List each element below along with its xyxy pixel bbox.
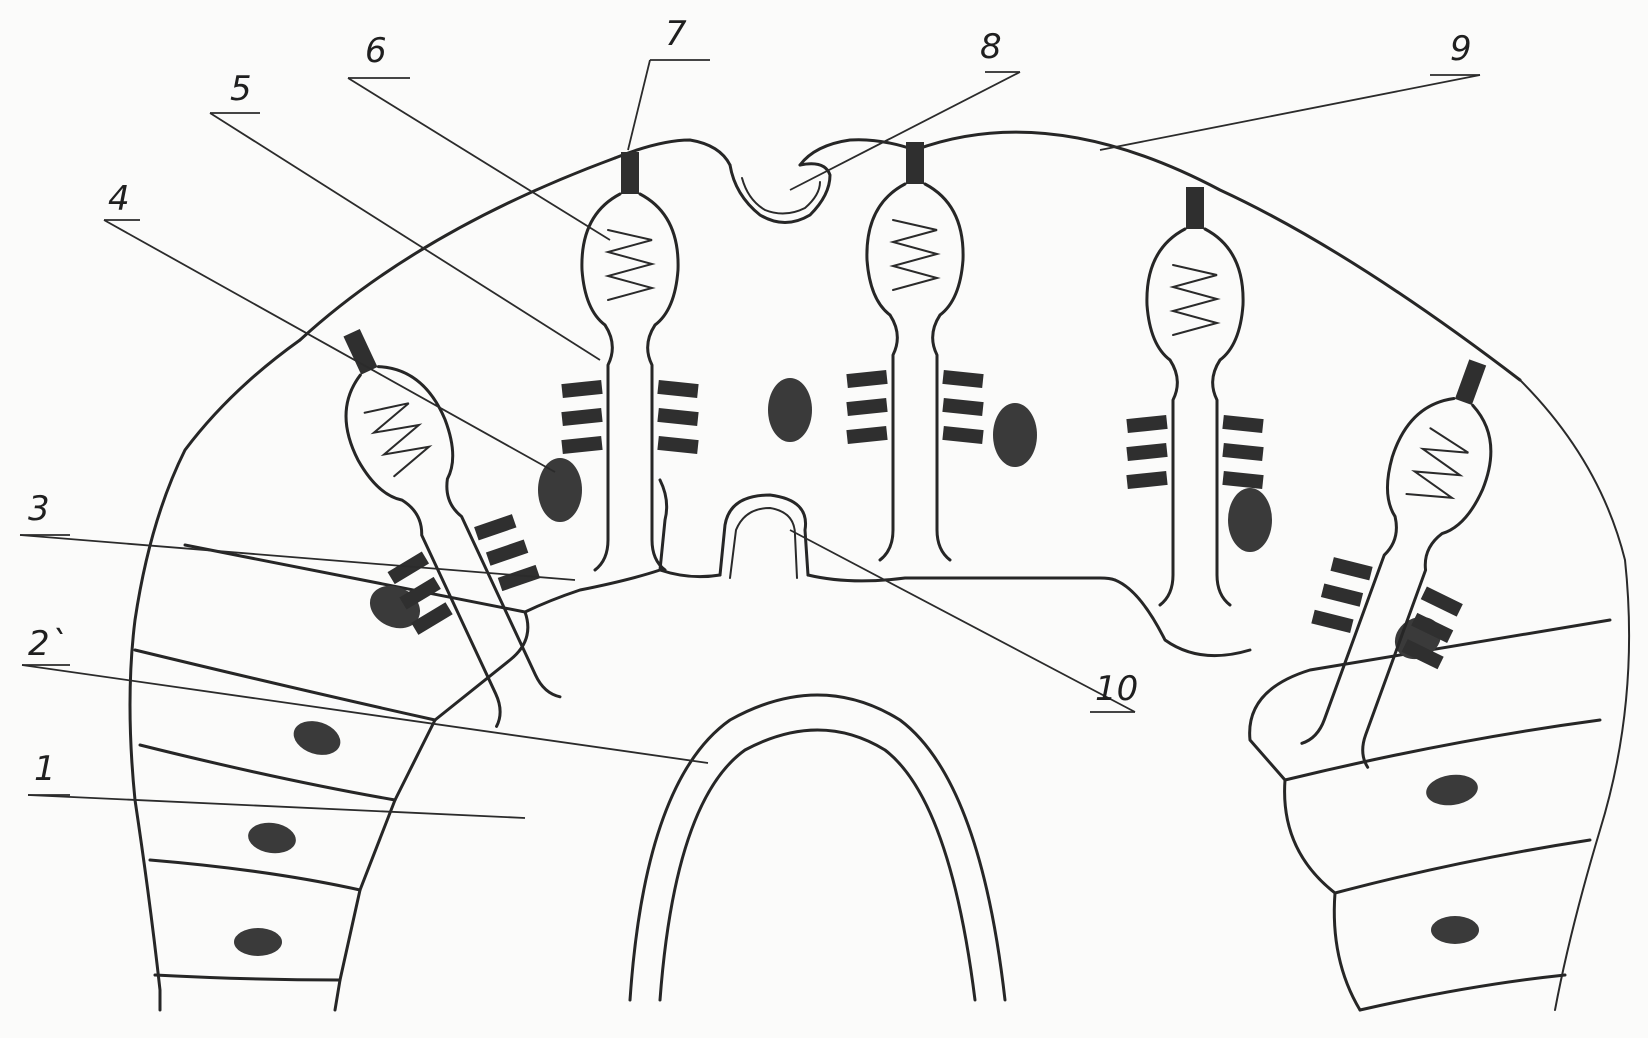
sensory-cell [561, 152, 698, 570]
outer-surface-left [130, 340, 300, 1010]
basal-line-right [1115, 580, 1250, 656]
sensory-cell [289, 304, 590, 741]
nucleus [289, 715, 345, 760]
label-10-leader [790, 530, 1135, 712]
left-epithelial-cells [135, 545, 528, 1010]
dense-band [561, 380, 602, 398]
cell-body [326, 350, 572, 731]
dense-band [498, 565, 540, 591]
dense-band [1330, 557, 1372, 580]
dense-band [1126, 415, 1167, 433]
dense-band [846, 426, 887, 444]
nucleus [993, 403, 1037, 467]
sensory-cell [846, 142, 983, 560]
nucleus [1431, 916, 1479, 944]
dense-band [1222, 415, 1263, 433]
nucleus [1228, 488, 1272, 552]
nucleus [768, 378, 812, 442]
label-7-leader [628, 60, 650, 150]
attachment-plug [343, 329, 377, 375]
label-6-leader [348, 78, 610, 240]
zigzag-fibril [893, 220, 937, 290]
nucleus [538, 458, 582, 522]
outer-surface-right [1520, 380, 1629, 1010]
inner-protrusion-lining [730, 508, 797, 578]
label-2: 2` [28, 624, 67, 664]
outer-surface-top-left [300, 158, 615, 340]
zigzag-fibril [365, 394, 434, 476]
dense-band [561, 408, 602, 426]
label-1-leader [28, 795, 525, 818]
zigzag-fibril [608, 230, 652, 300]
label-9: 9 [1450, 29, 1472, 69]
dense-band [942, 370, 983, 388]
zigzag-fibril [1173, 265, 1217, 335]
attachment-plug [621, 152, 639, 194]
label-10: 10 [1095, 669, 1138, 709]
dense-band [846, 398, 887, 416]
inner-arch-inner [660, 730, 975, 1000]
label-4: 4 [108, 179, 130, 219]
label-7: 7 [665, 14, 687, 54]
label-3: 3 [28, 489, 50, 529]
inner-floor [660, 570, 1115, 581]
dense-band [1421, 587, 1463, 617]
dense-band [486, 540, 528, 566]
dense-band [1126, 471, 1167, 489]
label-4-leader [104, 220, 555, 472]
attachment-plug [906, 142, 924, 184]
label-8: 8 [980, 27, 1002, 67]
nucleus [1424, 772, 1480, 809]
dense-band [474, 514, 516, 540]
label-1: 1 [34, 749, 56, 789]
zigzag-fibril [1406, 428, 1471, 509]
dense-band [846, 370, 887, 388]
cell-body [1290, 386, 1509, 772]
dense-band [657, 380, 698, 398]
sensory-cell [1270, 339, 1542, 779]
label-9-leader [1100, 75, 1480, 150]
dense-band [657, 408, 698, 426]
dense-band [657, 436, 698, 454]
leader-lines [20, 60, 1480, 818]
outer-surface-top-middle [615, 140, 915, 165]
dense-band [1222, 471, 1263, 489]
dense-band [1311, 610, 1353, 633]
right-epithelial-cells [1250, 609, 1610, 1010]
label-5: 5 [230, 69, 252, 109]
attachment-plug [1186, 187, 1204, 229]
dense-band [942, 398, 983, 416]
label-6: 6 [365, 31, 387, 71]
dense-band [942, 426, 983, 444]
dense-band [1321, 583, 1363, 606]
dense-band [1126, 443, 1167, 461]
nucleus [234, 928, 282, 956]
dense-band [1222, 443, 1263, 461]
dense-band [561, 436, 602, 454]
attachment-plug [1455, 359, 1486, 405]
label-5-leader [210, 113, 600, 360]
nucleus [246, 820, 298, 856]
outer-surface-top-right [915, 132, 1520, 380]
label-2-leader [22, 665, 708, 763]
figure-labels: 1 2` 3 4 5 6 7 8 9 10 [28, 14, 1472, 789]
label-8-leader [790, 72, 1020, 190]
